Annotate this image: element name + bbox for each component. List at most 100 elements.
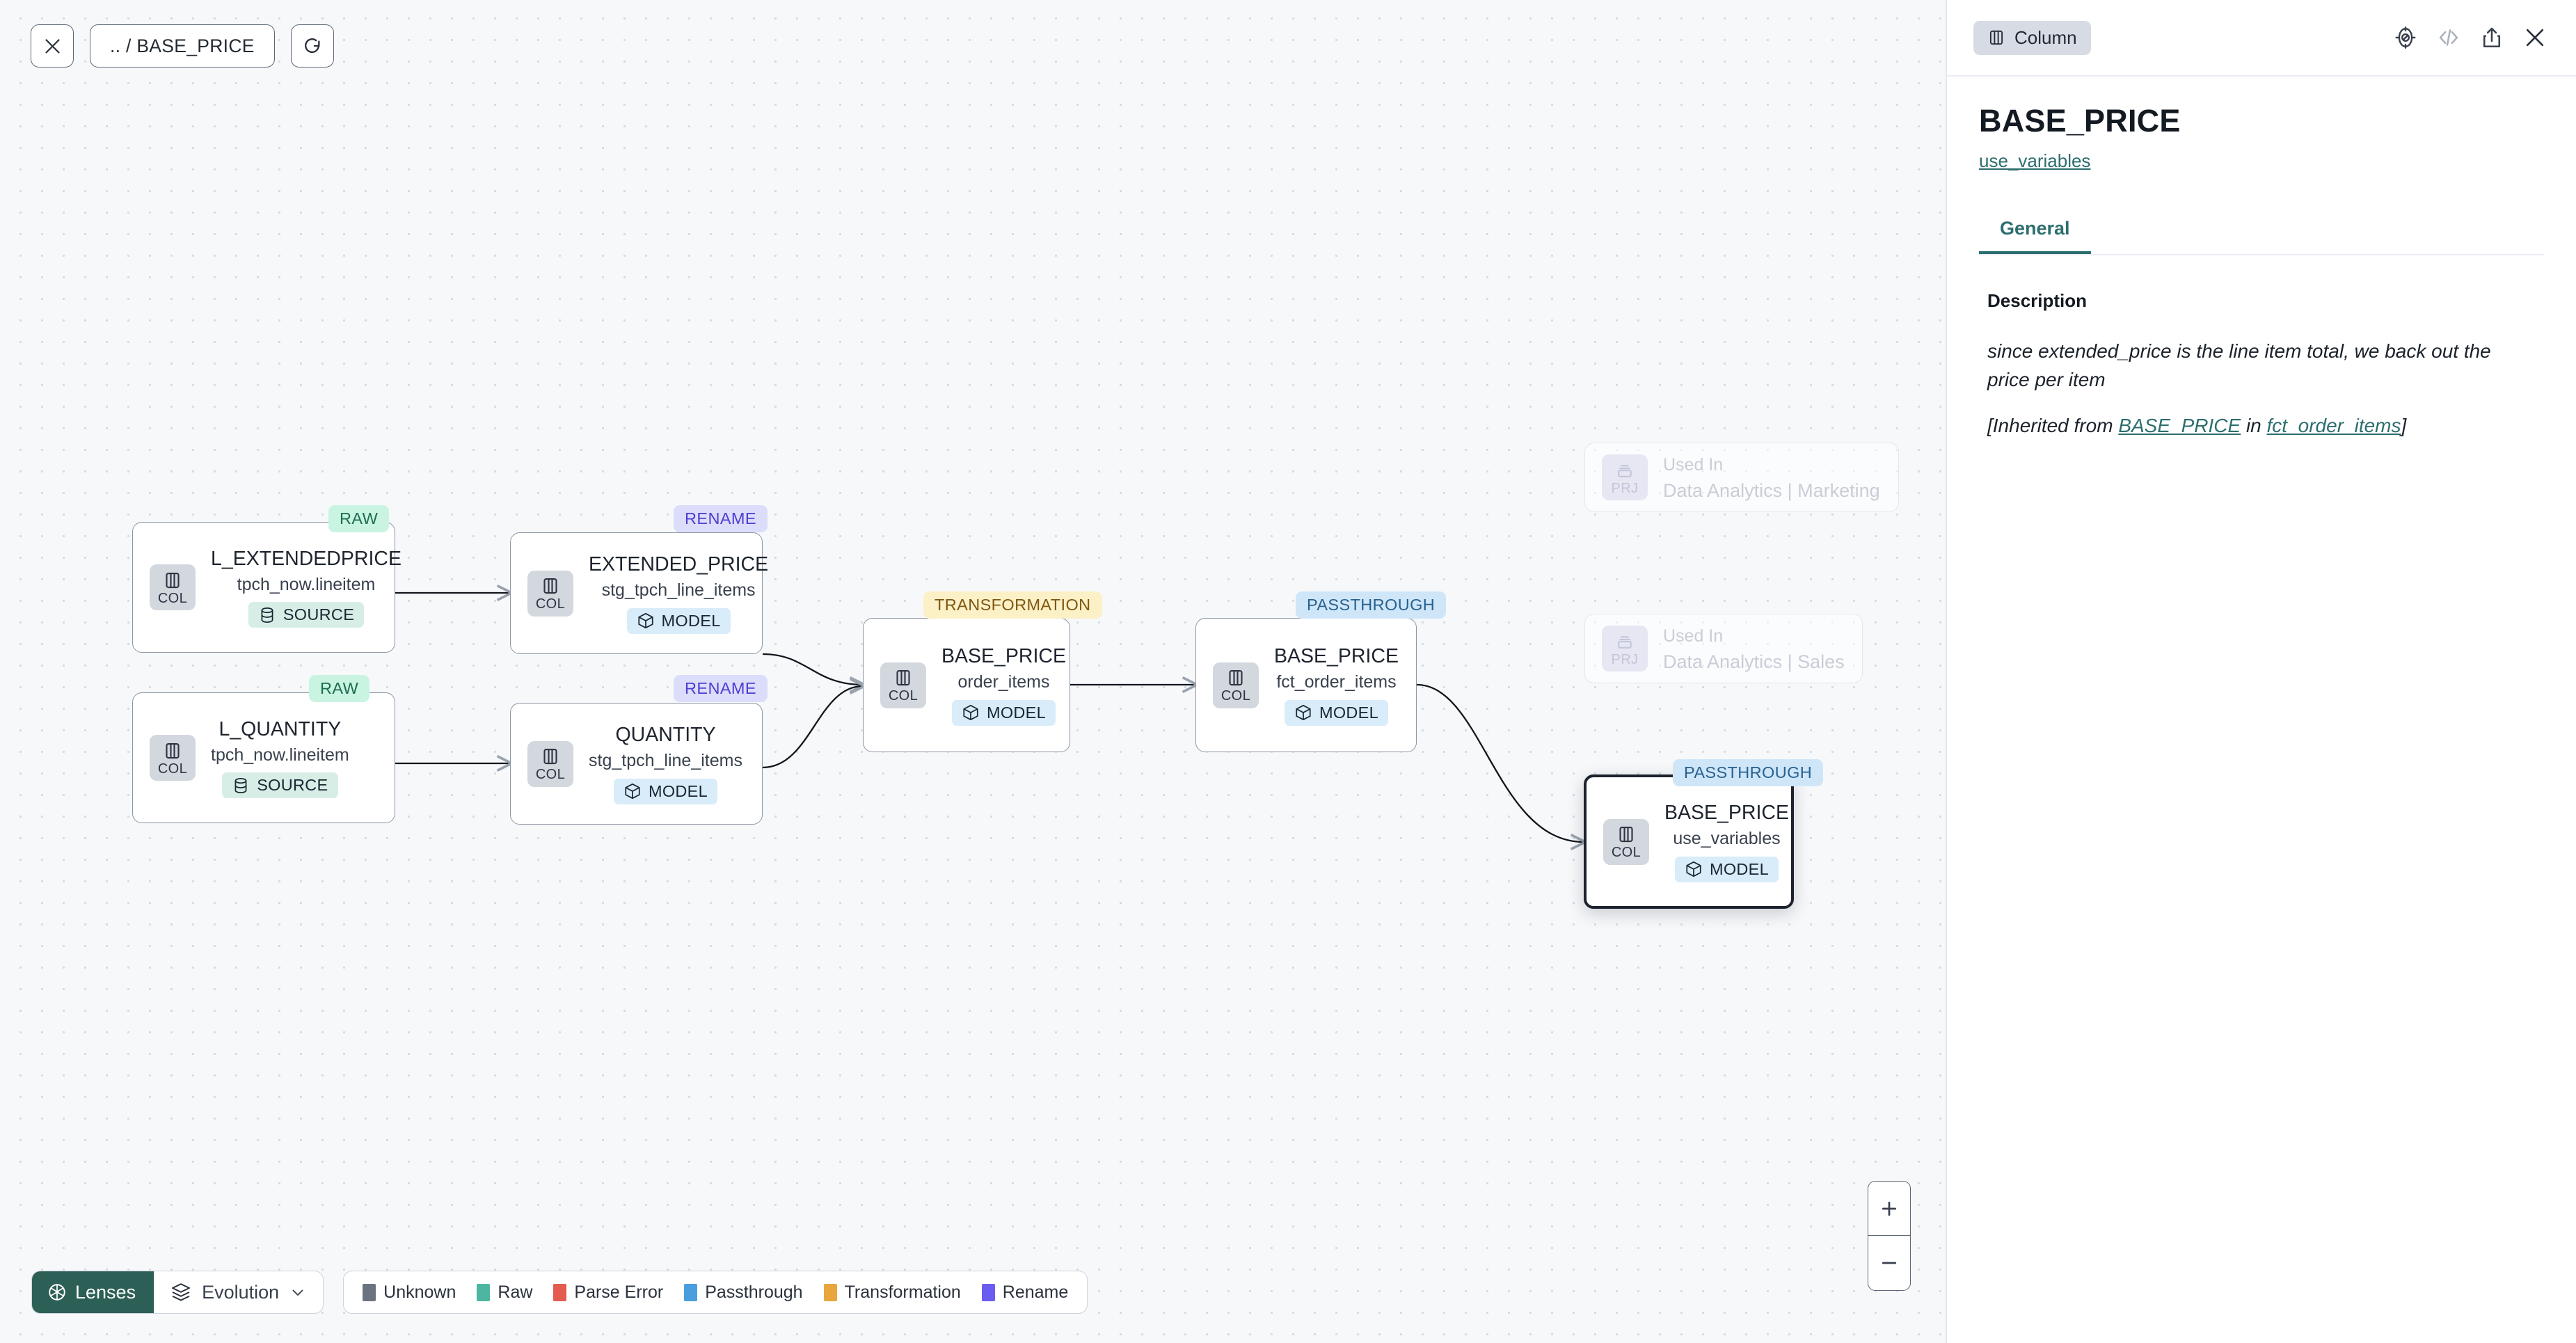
node-type-label: MODEL bbox=[648, 781, 708, 800]
graph-node-l_quantity[interactable]: COL L_QUANTITY tpch_now.lineitem SOURCE bbox=[132, 692, 395, 823]
view-code-button[interactable] bbox=[2437, 26, 2460, 49]
node-kind-label: COL bbox=[535, 596, 566, 612]
zoom-in-button[interactable] bbox=[1868, 1182, 1910, 1236]
inherited-column-link[interactable]: BASE_PRICE bbox=[2118, 415, 2241, 437]
plus-icon bbox=[1882, 1201, 1897, 1216]
panel-tabs: General bbox=[1979, 218, 2544, 255]
zoom-controls bbox=[1868, 1181, 1911, 1291]
node-title: BASE_PRICE bbox=[1274, 645, 1399, 668]
column-icon bbox=[543, 578, 557, 594]
close-button[interactable] bbox=[31, 24, 74, 67]
graph-node-quantity[interactable]: COL QUANTITY stg_tpch_line_items MODEL bbox=[510, 703, 763, 825]
lineage-canvas[interactable]: .. / BASE_PRICE COL L_EXTENDEDPRICE tpch… bbox=[0, 0, 1946, 1343]
parent-model-link[interactable]: use_variables bbox=[1979, 150, 2091, 171]
cube-icon bbox=[1686, 861, 1701, 877]
node-info: L_EXTENDEDPRICE tpch_now.lineitem SOURCE bbox=[211, 547, 401, 628]
database-icon bbox=[234, 777, 247, 793]
node-kind-badge: COL bbox=[150, 564, 196, 610]
node-subtitle: tpch_now.lineitem bbox=[211, 745, 349, 765]
legend-item: Transformation bbox=[823, 1282, 961, 1303]
refresh-icon bbox=[304, 38, 320, 54]
graph-node-base_price[interactable]: COL BASE_PRICE fct_order_items MODEL bbox=[1195, 618, 1417, 752]
code-icon bbox=[2439, 29, 2458, 46]
graph-node-extended_price[interactable]: COL EXTENDED_PRICE stg_tpch_line_items M… bbox=[510, 532, 768, 654]
column-icon bbox=[543, 748, 557, 765]
zoom-out-button[interactable] bbox=[1868, 1236, 1910, 1290]
graph-ghost-node[interactable]: PRJ Used In Data Analytics | Sales bbox=[1584, 614, 1863, 683]
node-lineage-chip: RAW bbox=[309, 675, 370, 702]
legend-label: Parse Error bbox=[574, 1282, 664, 1302]
column-icon bbox=[166, 572, 180, 588]
node-kind-label: COL bbox=[1611, 845, 1641, 860]
node-kind-badge: COL bbox=[880, 662, 926, 708]
node-type-label: MODEL bbox=[1709, 859, 1770, 878]
node-info: EXTENDED_PRICE stg_tpch_line_items MODEL bbox=[589, 553, 769, 634]
node-lineage-chip: RENAME bbox=[674, 505, 768, 532]
node-kind-label: COL bbox=[157, 761, 188, 777]
cube-icon bbox=[625, 784, 640, 800]
graph-node-base_price[interactable]: COL BASE_PRICE use_variables MODEL bbox=[1584, 774, 1794, 909]
node-info: Used In Data Analytics | Marketing bbox=[1663, 452, 1880, 503]
node-subtitle: stg_tpch_line_items bbox=[601, 580, 756, 601]
node-type-badge: SOURCE bbox=[222, 772, 338, 799]
refresh-button[interactable] bbox=[290, 24, 334, 67]
project-icon bbox=[1618, 464, 1632, 477]
legend-label: Passthrough bbox=[705, 1282, 803, 1302]
node-info: L_QUANTITY tpch_now.lineitem SOURCE bbox=[211, 717, 349, 799]
lenses-button[interactable]: Lenses bbox=[32, 1271, 154, 1313]
column-icon bbox=[1229, 669, 1243, 686]
legend-swatch bbox=[477, 1283, 491, 1301]
explore-icon bbox=[2395, 26, 2416, 49]
details-panel-body: BASE_PRICE use_variables General Descrip… bbox=[1947, 77, 2576, 437]
node-type-badge: SOURCE bbox=[248, 602, 365, 628]
ghost-node-title: Data Analytics | Sales bbox=[1663, 651, 1845, 672]
node-title: L_QUANTITY bbox=[218, 717, 342, 740]
node-lineage-chip: PASSTHROUGH bbox=[1673, 759, 1824, 786]
node-kind-label: COL bbox=[535, 767, 566, 782]
close-panel-button[interactable] bbox=[2523, 26, 2547, 49]
aperture-icon bbox=[49, 1284, 65, 1301]
legend-item: Unknown bbox=[363, 1282, 456, 1303]
lenses-label: Lenses bbox=[75, 1281, 136, 1303]
node-kind-label: PRJ bbox=[1611, 480, 1639, 496]
graph-ghost-node[interactable]: PRJ Used In Data Analytics | Marketing bbox=[1584, 443, 1899, 512]
legend-item: Parse Error bbox=[553, 1282, 663, 1303]
color-legend: Unknown Raw Parse Error Passthrough Tran… bbox=[343, 1271, 1088, 1314]
legend-swatch bbox=[684, 1283, 698, 1301]
evolution-dropdown[interactable]: Evolution bbox=[154, 1271, 323, 1313]
node-title: QUANTITY bbox=[615, 724, 716, 747]
breadcrumb-path-button[interactable]: .. / BASE_PRICE bbox=[90, 24, 275, 67]
tab-general[interactable]: General bbox=[1979, 218, 2091, 254]
description-section: Description since extended_price is the … bbox=[1979, 290, 2544, 437]
entity-type-label: Column bbox=[2014, 26, 2077, 48]
node-title: L_EXTENDEDPRICE bbox=[211, 547, 401, 570]
graph-node-l_extendedprice[interactable]: COL L_EXTENDEDPRICE tpch_now.lineitem SO… bbox=[132, 522, 401, 653]
close-icon bbox=[2526, 29, 2544, 47]
page-title: BASE_PRICE bbox=[1979, 103, 2181, 138]
cube-icon bbox=[963, 705, 978, 721]
inherited-model-link[interactable]: fct_order_items bbox=[2266, 415, 2401, 437]
node-kind-badge: COL bbox=[150, 735, 196, 781]
panel-action-icons bbox=[2394, 26, 2547, 49]
project-icon bbox=[1618, 635, 1632, 649]
entity-type-chip[interactable]: Column bbox=[1973, 20, 2091, 55]
node-subtitle: fct_order_items bbox=[1276, 672, 1397, 692]
ghost-node-kicker: Used In bbox=[1663, 455, 1724, 475]
column-icon bbox=[1619, 826, 1633, 843]
inherited-middle: in bbox=[2241, 415, 2267, 437]
node-kind-badge: COL bbox=[527, 740, 573, 787]
node-title: EXTENDED_PRICE bbox=[589, 553, 769, 576]
node-type-label: SOURCE bbox=[257, 776, 328, 795]
legend-swatch bbox=[553, 1283, 567, 1301]
node-info: BASE_PRICE order_items MODEL bbox=[941, 644, 1066, 726]
share-button[interactable] bbox=[2480, 26, 2504, 49]
cube-icon bbox=[1296, 705, 1311, 721]
graph-node-base_price[interactable]: COL BASE_PRICE order_items MODEL bbox=[863, 618, 1070, 752]
ghost-node-title: Data Analytics | Marketing bbox=[1663, 479, 1880, 501]
description-label: Description bbox=[1987, 290, 2088, 311]
node-type-label: MODEL bbox=[1319, 703, 1379, 722]
node-subtitle: stg_tpch_line_items bbox=[589, 751, 742, 771]
explore-button[interactable] bbox=[2394, 26, 2417, 49]
node-kind-badge: PRJ bbox=[1602, 454, 1648, 500]
chevron-down-icon bbox=[292, 1289, 303, 1296]
